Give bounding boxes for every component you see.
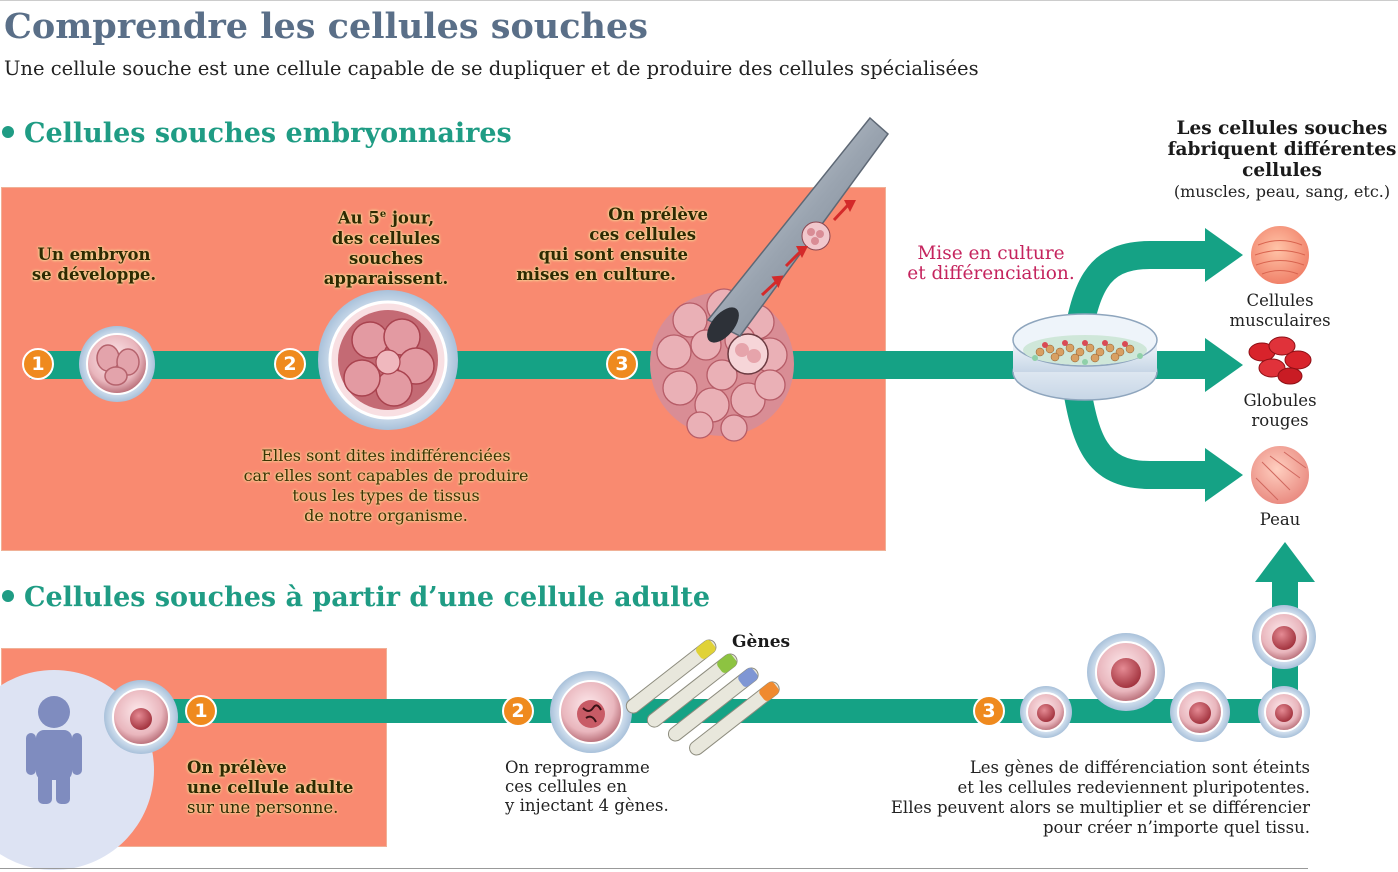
adult-step2-label: On reprogramme ces cellules en y injecta… [505, 758, 669, 815]
person-icon [26, 696, 82, 804]
adult-step1-label: On prélève une cellule adulte sur une pe… [187, 758, 353, 818]
step3-label: On prélève ces cellules qui sont ensuite… [516, 205, 716, 285]
step3-label-line3: qui sont ensuite [538, 245, 688, 264]
branch-mid [1150, 351, 1210, 379]
muscle-label-line2: musculaires [1229, 311, 1331, 330]
red-blood-cells-icon [1248, 336, 1312, 385]
adult-step2-label-line3: y injectant 4 gènes. [505, 796, 669, 815]
embryonic-heading-text: Cellules souches embryonnaires [24, 118, 512, 149]
step2-label-line1b: jour, [386, 208, 435, 228]
culture-label-line2: et différenciation. [907, 263, 1075, 284]
top-rule [0, 0, 1398, 1]
adult-step1-label-line3: sur une personne. [187, 798, 339, 817]
bullet-icon [2, 125, 14, 138]
step2-label-line1: Au 5e jour, [306, 205, 466, 229]
blood-label-line1: Globules [1243, 391, 1317, 410]
embryonic-note-line4: de notre organisme. [304, 506, 468, 525]
blood-label-line2: rouges [1251, 411, 1309, 430]
embryonic-track [30, 351, 1015, 379]
adult-heading-text: Cellules souches à partir d’une cellule … [24, 582, 711, 613]
genes-label: Gènes [732, 632, 791, 652]
results-heading-line2: fabriquent différentes [1167, 139, 1397, 160]
culture-label-line1: Mise en culture [917, 243, 1065, 264]
adult-step2-label-line1: On reprogramme [505, 758, 650, 777]
embryonic-note-line2: car elles sont capables de produire [243, 466, 529, 485]
step2-label: Au 5e jour, des cellules souches apparai… [306, 205, 466, 289]
adult-step3-label: Les gènes de différenciation sont éteint… [880, 758, 1310, 838]
arrow-mid [1205, 338, 1243, 392]
adult-step2-label-line2: ces cellules en [505, 777, 628, 796]
step1-label-line1: Un embryon [37, 245, 151, 264]
arrow-up [1255, 542, 1315, 582]
arrow-bottom [1205, 448, 1243, 502]
adult-step3-label-line2: et les cellules redeviennent pluripotent… [957, 778, 1310, 797]
step2-badge: 2 [274, 348, 306, 380]
muscle-label: Cellules musculaires [1210, 291, 1350, 331]
bullet-icon [2, 589, 14, 602]
step1-label-line2: se développe. [31, 265, 157, 284]
adult-step1-label-line1: On prélève [187, 758, 287, 777]
adult-step3-label-line1: Les gènes de différenciation sont éteint… [969, 758, 1310, 777]
page-title: Comprendre les cellules souches [4, 6, 648, 47]
adult-heading: Cellules souches à partir d’une cellule … [2, 582, 710, 613]
muscle-label-line1: Cellules [1246, 291, 1314, 310]
bottom-rule [0, 868, 1308, 869]
petri-dish-icon [1012, 313, 1158, 401]
step3-label-line2: ces cellules [589, 225, 696, 244]
results-heading-line3: cellules [1242, 160, 1322, 181]
adult-step3-label-line4: pour créer n’importe quel tissu. [1042, 818, 1310, 837]
step2-label-sup: e [379, 209, 387, 220]
step1-label: Un embryon se développe. [20, 245, 168, 285]
needle-icon [706, 116, 890, 343]
embryonic-heading: Cellules souches embryonnaires [2, 118, 512, 149]
step2-label-line4: apparaissent. [323, 268, 449, 288]
pluripotent-cells-icon [1020, 605, 1316, 742]
step1-badge: 1 [22, 348, 54, 380]
adult-step3-badge: 3 [973, 695, 1005, 727]
adult-step1-label-line2: une cellule adulte [187, 778, 354, 797]
embryonic-note: Elles sont dites indifférenciées car ell… [216, 446, 556, 526]
culture-label: Mise en culture et différenciation. [896, 244, 1086, 284]
adult-step2-badge: 2 [502, 695, 534, 727]
step2-label-line3: souches [348, 248, 424, 268]
adult-step1-badge: 1 [185, 695, 217, 727]
step3-badge: 3 [606, 348, 638, 380]
muscle-cell-icon [1249, 224, 1311, 286]
results-heading-line1: Les cellules souches [1176, 118, 1388, 139]
blood-label: Globules rouges [1210, 391, 1350, 431]
step3-label-line4: mises en culture. [516, 265, 676, 284]
step2-label-line1a: Au 5 [337, 208, 380, 228]
step2-label-line2: des cellules [331, 228, 441, 248]
results-subheading: (muscles, peau, sang, etc.) [1173, 182, 1391, 201]
arrow-top [1205, 228, 1243, 282]
genes-icon [625, 639, 780, 756]
results-heading: Les cellules souches fabriquent différen… [1162, 118, 1398, 181]
skin-cell-icon [1249, 444, 1311, 506]
adult-step3-label-line3: Elles peuvent alors se multiplier et se … [890, 798, 1310, 817]
page-subtitle: Une cellule souche est une cellule capab… [4, 57, 979, 80]
skin-label: Peau [1259, 510, 1301, 529]
step3-label-line1: On prélève [608, 205, 708, 224]
embryonic-note-line1: Elles sont dites indifférenciées [261, 446, 511, 465]
embryonic-note-line3: tous les types de tissus [292, 486, 480, 505]
